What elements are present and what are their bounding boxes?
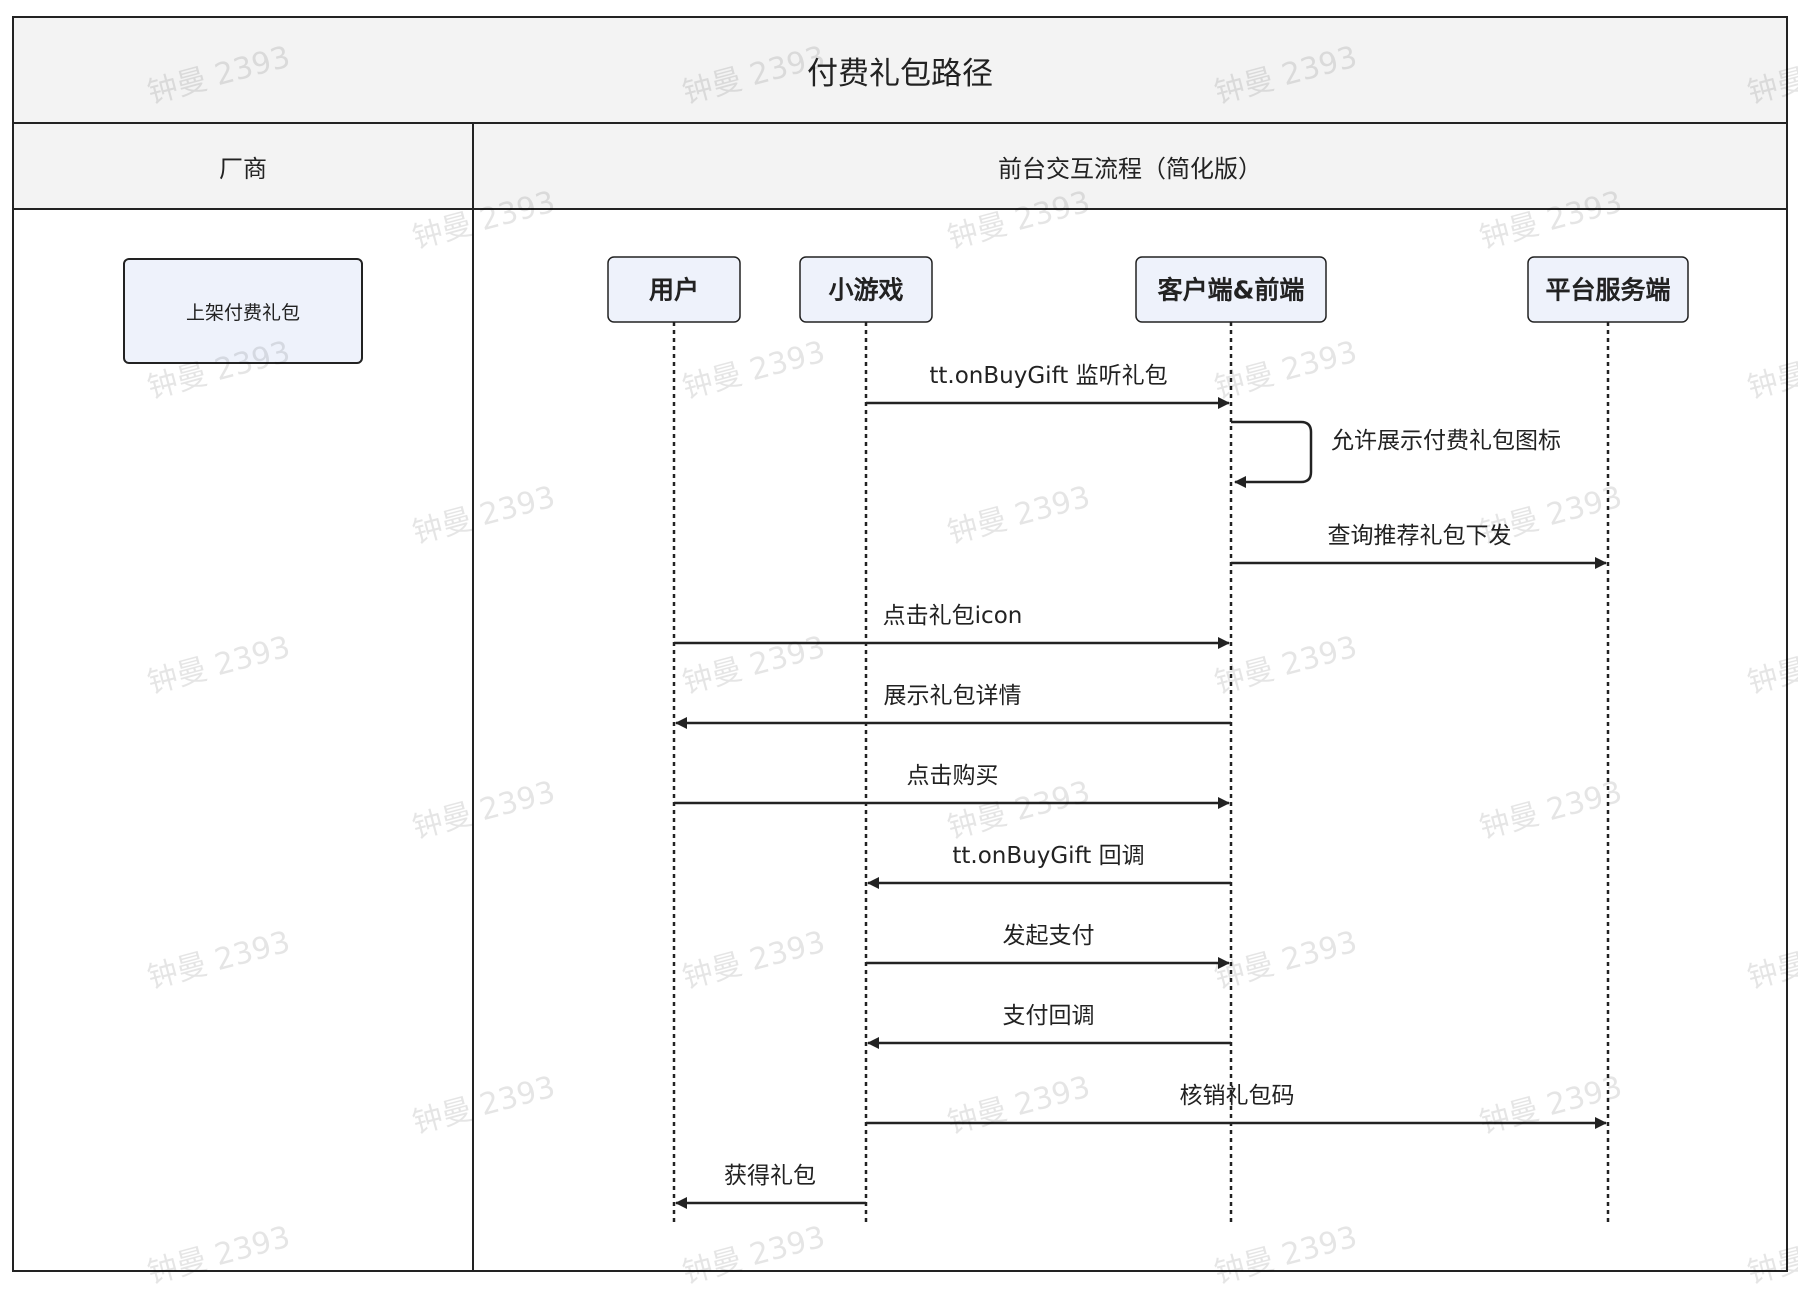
message-label-5: 展示礼包详情 (884, 683, 1022, 709)
diagram-frame: 付费礼包路径 厂商 前台交互流程（简化版） 上架付费礼包 (12, 16, 1788, 1272)
lane-label-flow: 前台交互流程（简化版） (998, 154, 1262, 183)
message-label-10: 核销礼包码 (1180, 1083, 1295, 1109)
message-label-8: 发起支付 (1003, 923, 1095, 949)
actor-label-client-frontend: 客户端&前端 (1158, 276, 1305, 305)
actor-label-minigame: 小游戏 (828, 276, 903, 305)
actor-box-platform-server (1527, 256, 1689, 323)
diagram-title: 付费礼包路径 (807, 55, 993, 92)
message-label-7: tt.onBuyGift 回调 (952, 843, 1144, 869)
message-label-11: 获得礼包 (724, 1163, 816, 1189)
actor-box-client-frontend (1135, 256, 1327, 323)
message-label-6: 点击购买 (907, 763, 999, 789)
lane-label-vendor: 厂商 (219, 154, 267, 183)
actor-label-user: 用户 (649, 276, 699, 305)
message-label-4: 点击礼包icon (883, 603, 1023, 629)
vendor-step-box: 上架付费礼包 (123, 258, 363, 364)
message-arrow-self (1231, 420, 1313, 488)
message-label-9: 支付回调 (1003, 1003, 1095, 1029)
vendor-step-label: 上架付费礼包 (185, 301, 300, 324)
lane-divider (472, 210, 474, 1270)
actor-label-platform-server: 平台服务端 (1545, 276, 1670, 305)
lane-header-vendor: 厂商 (14, 124, 474, 210)
message-label-3: 查询推荐礼包下发 (1328, 523, 1512, 549)
lane-header-flow: 前台交互流程（简化版） (474, 124, 1786, 210)
message-label-2: 允许展示付费礼包图标 (1331, 428, 1561, 454)
actor-box-user (607, 256, 741, 323)
title-bar: 付费礼包路径 (14, 18, 1786, 124)
actor-box-minigame (799, 256, 933, 323)
message-label-1: tt.onBuyGift 监听礼包 (929, 363, 1167, 389)
